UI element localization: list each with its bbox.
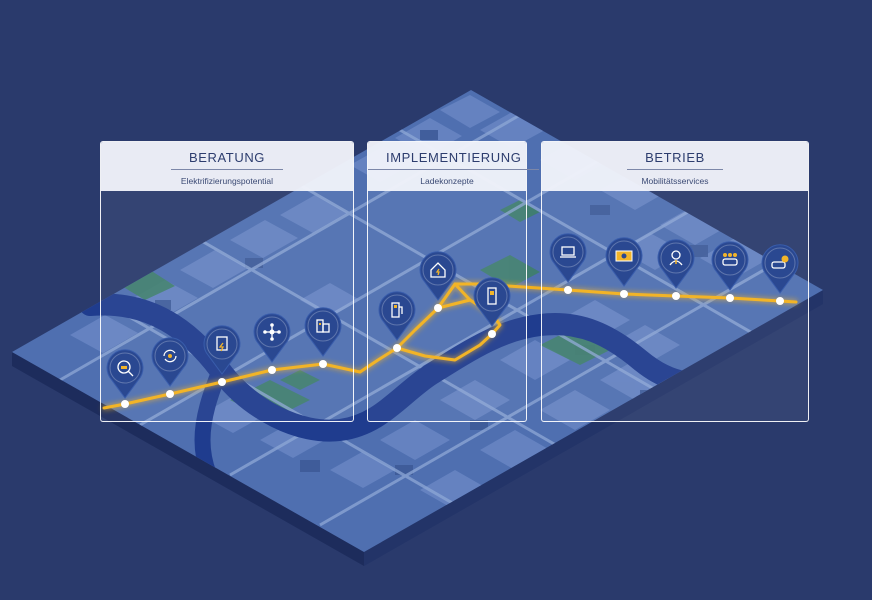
map-pin[interactable] xyxy=(605,237,643,287)
map-pin[interactable] xyxy=(473,277,511,327)
route-node xyxy=(488,330,496,338)
map-pin[interactable] xyxy=(203,325,241,375)
phase-header: BETRIEB Mobilitätsservices xyxy=(542,142,808,191)
map-pin[interactable] xyxy=(151,337,189,387)
laptop-icon xyxy=(560,246,576,258)
swap-cycle-icon xyxy=(163,349,177,363)
phase-header: IMPLEMENTIERUNG Ladekonzepte xyxy=(368,142,540,191)
route-node xyxy=(319,360,327,368)
route-node xyxy=(434,304,442,312)
map-pin[interactable] xyxy=(253,313,291,363)
user-support-icon xyxy=(669,250,683,266)
route-node xyxy=(564,286,572,294)
charging-column-icon xyxy=(487,287,497,305)
map-pin[interactable] xyxy=(657,239,695,289)
route-node xyxy=(218,378,226,386)
map-side-right xyxy=(364,290,823,566)
phase-panel-beratung: BERATUNG Elektrifizierungspotential xyxy=(100,141,354,422)
map-pin[interactable] xyxy=(419,251,457,301)
charging-station-icon xyxy=(391,302,403,318)
phase-panel-implementierung: IMPLEMENTIERUNG Ladekonzepte xyxy=(367,141,540,422)
magnifier-car-icon xyxy=(117,360,134,377)
car-clock-icon xyxy=(771,255,789,269)
map-pin[interactable] xyxy=(304,307,342,357)
document-lightning-icon xyxy=(216,336,228,352)
phase-panel-betrieb: BETRIEB Mobilitätsservices xyxy=(541,141,809,422)
route-node xyxy=(393,344,401,352)
map-surface xyxy=(12,90,823,552)
network-nodes-icon xyxy=(263,323,281,341)
route-node xyxy=(672,292,680,300)
route-node xyxy=(166,390,174,398)
route-node xyxy=(620,290,628,298)
phase-title: IMPLEMENTIERUNG xyxy=(368,150,540,170)
map-pin[interactable] xyxy=(711,241,749,291)
map-pin[interactable] xyxy=(378,291,416,341)
map-pin[interactable] xyxy=(106,349,144,399)
map-pin[interactable] xyxy=(549,233,587,283)
route-node xyxy=(121,400,129,408)
phase-header: BERATUNG Elektrifizierungspotential xyxy=(101,142,353,191)
phase-title: BETRIEB xyxy=(627,150,723,170)
carsharing-group-icon xyxy=(722,253,738,266)
phase-subtitle: Ladekonzepte xyxy=(420,176,474,186)
map-pin[interactable] xyxy=(761,244,799,294)
home-charging-icon xyxy=(430,262,446,278)
route-node xyxy=(268,366,276,374)
charging-card-icon xyxy=(615,250,633,262)
phase-subtitle: Elektrifizierungspotential xyxy=(180,176,274,186)
phase-title: BERATUNG xyxy=(170,150,284,170)
route-node xyxy=(776,297,784,305)
route-node xyxy=(726,294,734,302)
buildings-icon xyxy=(316,319,330,333)
phase-subtitle: Mobilitätsservices xyxy=(641,176,709,186)
